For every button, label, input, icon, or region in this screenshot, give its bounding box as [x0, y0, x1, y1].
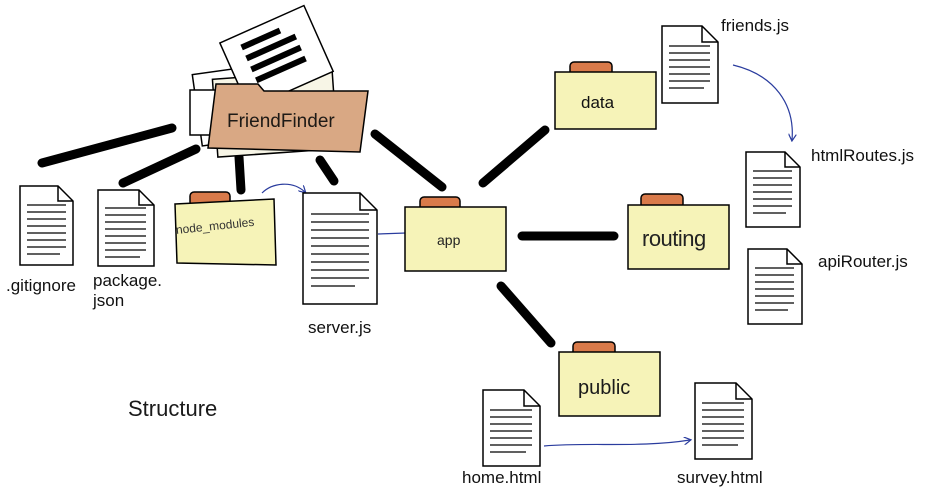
connector-root-server: [315, 155, 339, 186]
connector-root-node-modules: [234, 152, 246, 195]
survey-html-file-icon: [694, 382, 753, 460]
app-label: app: [437, 232, 461, 248]
apirouter-js-file-icon: [747, 248, 803, 325]
connector-app-public: [496, 281, 556, 348]
apirouter-js-label: apiRouter.js: [818, 252, 908, 271]
data-label: data: [581, 93, 615, 112]
connector-app-data: [478, 125, 550, 188]
node-modules-folder-icon: [174, 191, 277, 266]
arrow-home-to-survey: [543, 440, 690, 447]
connector-lines: [37, 123, 619, 348]
gitignore-file-icon: [19, 185, 74, 266]
connector-root-package: [118, 144, 201, 188]
friends-js-file-icon: [661, 25, 719, 104]
package-json-file-icon: [97, 189, 155, 267]
reference-arrows: [261, 64, 792, 447]
routing-folder-icon: [627, 193, 730, 270]
public-folder-icon: [558, 341, 661, 417]
routing-label: routing: [642, 226, 706, 251]
structure-title: Structure: [128, 396, 218, 421]
friendfinder-label: FriendFinder: [227, 111, 335, 132]
arrow-nodemodules-to-server: [261, 183, 305, 193]
connector-root-app: [370, 129, 447, 192]
friendfinder-folder-icon: [189, 4, 369, 158]
arrow-friends-to-htmlroutes: [732, 64, 792, 140]
home-html-label: home.html: [462, 468, 542, 487]
home-html-file-icon: [482, 389, 541, 467]
htmlroutes-js-file-icon: [745, 151, 801, 228]
friends-js-label: friends.js: [721, 16, 790, 35]
connector-root-gitignore: [37, 123, 177, 168]
data-folder-icon: [554, 61, 657, 130]
server-js-label: server.js: [308, 318, 372, 337]
gitignore-label: .gitignore: [6, 276, 76, 295]
htmlroutes-js-label: htmlRoutes.js: [811, 146, 914, 165]
package-json-label: package. json: [93, 271, 162, 310]
survey-html-label: survey.html: [677, 468, 763, 487]
arrow-server-to-app: [377, 232, 407, 235]
server-js-file-icon: [302, 192, 378, 305]
public-label: public: [578, 377, 631, 399]
app-folder-icon: [404, 196, 507, 272]
